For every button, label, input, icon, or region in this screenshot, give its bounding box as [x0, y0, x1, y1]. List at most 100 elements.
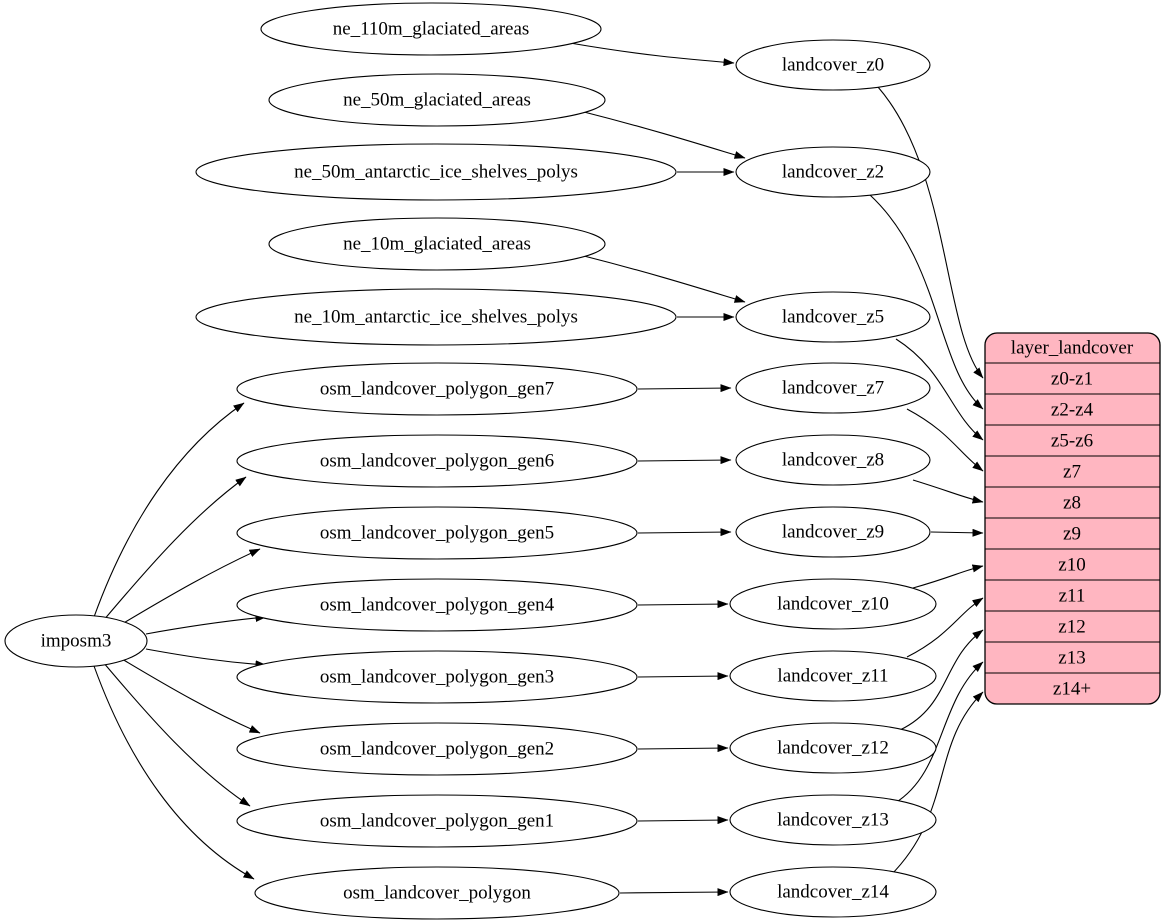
node-landcover-z12: landcover_z12 — [729, 722, 937, 774]
edges-layer — [93, 42, 984, 897]
edge-z5-to-row-z5-z6 — [895, 338, 984, 441]
edge-z2-to-row-z2-z4 — [869, 194, 984, 410]
edge-imposm3-to-gen5 — [116, 548, 261, 628]
source-ellipse — [236, 434, 638, 488]
view-ellipse — [729, 866, 937, 918]
node-osm-landcover-polygon-gen6: osm_landcover_polygon_gen6 — [236, 434, 638, 488]
node-ne-50m-glaciated-areas: ne_50m_glaciated_areas — [268, 73, 606, 127]
edge-imposm3-to-gen6 — [102, 476, 247, 622]
node-osm-landcover-polygon-gen2: osm_landcover_polygon_gen2 — [236, 722, 638, 776]
edge-z9-to-row-z9 — [930, 528, 984, 537]
record-layer-landcover: layer_landcover z0-z1 z2-z4 z5-z6 z7 z8 … — [984, 332, 1161, 705]
view-ellipse — [729, 650, 937, 702]
view-ellipse — [729, 722, 937, 774]
record-row-z12: z12 — [1058, 617, 1085, 638]
node-landcover-z7: landcover_z7 — [735, 362, 931, 414]
source-label: osm_landcover_polygon_gen5 — [320, 523, 554, 544]
view-label: landcover_z9 — [782, 522, 884, 543]
source-label: osm_landcover_polygon_gen1 — [320, 811, 554, 832]
node-osm-landcover-polygon-gen7: osm_landcover_polygon_gen7 — [236, 362, 638, 416]
view-label: landcover_z7 — [782, 378, 884, 399]
node-imposm3: imposm3 — [4, 614, 148, 668]
node-osm-landcover-polygon-gen3: osm_landcover_polygon_gen3 — [236, 650, 638, 704]
record-title: layer_landcover — [1011, 338, 1134, 359]
edge-z8-to-row-z8 — [912, 479, 984, 504]
edge-gen4-to-z10 — [637, 600, 729, 609]
node-osm-landcover-polygon: osm_landcover_polygon — [254, 866, 620, 920]
node-landcover-z8: landcover_z8 — [735, 434, 931, 486]
edge-gen2-to-z12 — [637, 744, 729, 753]
source-ellipse — [268, 73, 606, 127]
node-landcover-z2: landcover_z2 — [735, 146, 931, 198]
record-row-z7: z7 — [1063, 462, 1081, 483]
edge-gen1-to-z13 — [637, 816, 729, 825]
edge-z0-to-row-z0-z1 — [877, 86, 984, 379]
edge-imposm3-to-gen3 — [145, 648, 267, 669]
view-label: landcover_z12 — [777, 738, 889, 759]
edge-gen3-to-z11 — [637, 672, 729, 681]
record-row-z14plus: z14+ — [1053, 679, 1091, 700]
source-label: osm_landcover_polygon_gen6 — [320, 451, 554, 472]
edge-ne-50m-glaciated-to-z2 — [583, 111, 746, 159]
edge-z13-to-row-z13 — [894, 661, 984, 804]
record-row-z10: z10 — [1058, 555, 1085, 576]
view-ellipse — [729, 794, 937, 846]
edge-imposm3-to-gen7 — [93, 402, 245, 618]
view-label: landcover_z0 — [782, 55, 884, 76]
source-ellipse — [254, 866, 620, 920]
source-label: osm_landcover_polygon_gen4 — [320, 595, 555, 616]
edge-imposm3-to-gen2 — [116, 655, 261, 734]
view-ellipse — [729, 578, 937, 630]
node-landcover-z14: landcover_z14 — [729, 866, 937, 918]
source-label: ne_110m_glaciated_areas — [333, 19, 530, 40]
node-ne-10m-glaciated-areas: ne_10m_glaciated_areas — [268, 217, 606, 271]
record-row-z9: z9 — [1063, 524, 1081, 545]
source-ellipse — [236, 506, 638, 560]
node-landcover-z10: landcover_z10 — [729, 578, 937, 630]
edge-gen6-to-z8 — [637, 456, 732, 465]
edge-z7-to-row-z7 — [906, 408, 984, 472]
view-label: landcover_z10 — [777, 594, 889, 615]
node-osm-landcover-polygon-gen5: osm_landcover_polygon_gen5 — [236, 506, 638, 560]
view-ellipse — [735, 291, 931, 343]
node-osm-landcover-polygon-gen4: osm_landcover_polygon_gen4 — [236, 578, 638, 632]
view-ellipse — [735, 506, 931, 558]
source-label: osm_landcover_polygon_gen2 — [320, 739, 554, 760]
source-label: ne_50m_antarctic_ice_shelves_polys — [294, 162, 578, 183]
view-label: landcover_z11 — [777, 666, 888, 687]
edge-z11-to-row-z11 — [906, 597, 984, 658]
source-ellipse — [195, 288, 677, 346]
imposm3-label: imposm3 — [41, 631, 112, 652]
node-landcover-z11: landcover_z11 — [729, 650, 937, 702]
source-label: ne_10m_antarctic_ice_shelves_polys — [294, 307, 578, 328]
edge-imposm3-to-gen1 — [102, 661, 251, 807]
source-ellipse — [236, 578, 638, 632]
source-label: osm_landcover_polygon — [343, 883, 531, 904]
node-ne-110m-glaciated-areas: ne_110m_glaciated_areas — [260, 2, 602, 56]
node-landcover-z9: landcover_z9 — [735, 506, 931, 558]
view-label: landcover_z2 — [782, 162, 884, 183]
view-ellipse — [735, 434, 931, 486]
edge-imposm3-to-polygon — [93, 665, 255, 880]
source-ellipse — [236, 650, 638, 704]
source-label: osm_landcover_polygon_gen3 — [320, 667, 554, 688]
view-ellipse — [735, 146, 931, 198]
record-row-z11: z11 — [1059, 586, 1086, 607]
edge-ne-10m-glaciated-to-z5 — [583, 255, 746, 303]
source-label: ne_10m_glaciated_areas — [343, 234, 531, 255]
source-label: ne_50m_glaciated_areas — [343, 90, 531, 111]
node-osm-landcover-polygon-gen1: osm_landcover_polygon_gen1 — [236, 794, 638, 848]
source-ellipse — [236, 794, 638, 848]
view-label: landcover_z8 — [782, 450, 884, 471]
source-ellipse — [195, 143, 677, 201]
node-ne-50m-antarctic-ice-shelves-polys: ne_50m_antarctic_ice_shelves_polys — [195, 143, 677, 201]
source-ellipse — [236, 362, 638, 416]
edge-polygon-to-z14 — [619, 888, 729, 897]
view-label: landcover_z14 — [777, 882, 889, 903]
edge-ne-110m-glaciated-to-z0 — [569, 42, 735, 67]
source-ellipse — [260, 2, 602, 56]
node-landcover-z0: landcover_z0 — [735, 39, 931, 91]
record-row-z0-z1: z0-z1 — [1051, 369, 1093, 390]
